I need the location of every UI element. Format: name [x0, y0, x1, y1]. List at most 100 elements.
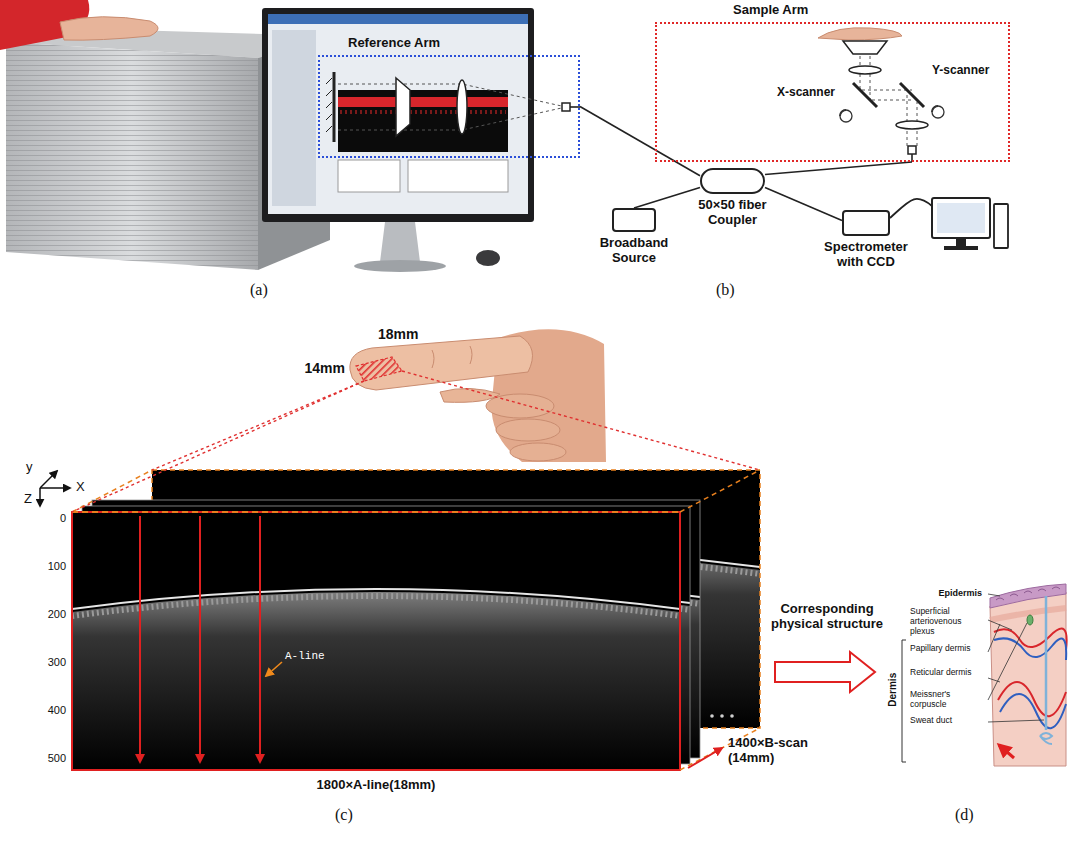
monitor-base — [354, 260, 446, 272]
mirror-hatch — [326, 78, 332, 132]
axis-name: y — [26, 460, 33, 475]
galvo-icon — [932, 106, 944, 118]
label-holder: 0 — [20, 512, 66, 525]
label-holder: A-line — [285, 650, 325, 663]
bscan-stack — [72, 470, 760, 770]
corpuscle — [1027, 615, 1033, 625]
fiber-end — [562, 103, 570, 111]
label-holder: y — [26, 460, 33, 475]
computer-neck — [956, 238, 966, 246]
monitor-neck — [380, 222, 420, 262]
component-label: Broadband Source — [592, 236, 676, 266]
computer-tower — [994, 204, 1008, 248]
curled-finger — [510, 443, 566, 461]
sample-optics — [818, 28, 944, 162]
label-holder: X-scanner — [745, 86, 835, 100]
axis-arrow — [40, 487, 70, 489]
part-name: X-scanner — [745, 86, 835, 100]
label-holder: Reticular dermis — [910, 668, 984, 678]
skin-illustration — [902, 584, 1067, 766]
scan-area — [356, 357, 402, 381]
hand — [60, 17, 158, 40]
computer-base — [944, 246, 978, 250]
label-holder: 500 — [20, 752, 66, 765]
projection-line — [402, 371, 760, 470]
vein — [994, 638, 1066, 660]
reference-optics — [326, 72, 580, 142]
front-frame — [72, 512, 680, 770]
panel — [408, 160, 508, 192]
anatomy-label: Papillary dermis — [910, 644, 984, 654]
anatomy-label: Meissner's corpuscle — [910, 690, 984, 710]
hollow-arrow — [775, 652, 875, 692]
axis-name: X — [76, 480, 85, 495]
a-line-arrow — [199, 516, 201, 762]
anatomy-label: Epidermis — [922, 588, 982, 598]
fiber-end — [908, 146, 916, 154]
panel-letter: (b) — [716, 281, 735, 299]
galvo-icon — [932, 106, 938, 112]
optical-fiber — [634, 188, 700, 209]
volume-edge — [72, 511, 680, 513]
label-holder: 18mm — [378, 326, 418, 342]
label-holder: (a) — [250, 281, 268, 299]
label-holder: Superficial arteriovenous plexus — [910, 607, 984, 636]
label-holder: 1800×A-line(18mm) — [276, 778, 476, 793]
note: Corresponding physical structure — [768, 602, 886, 632]
a-line-arrow — [139, 516, 141, 762]
spectrometer: Spectrometer with CCD — [842, 210, 890, 236]
anatomy-label: Dermis — [887, 665, 899, 715]
label-holder: 1400×B-scan (14mm) — [728, 736, 820, 766]
projection-line — [152, 381, 364, 470]
label-holder: (d) — [955, 806, 974, 824]
axis-arrow — [40, 471, 57, 488]
bracket — [902, 640, 906, 762]
leader-line — [988, 594, 1044, 722]
component-label: 50×50 fiber Coupler — [691, 198, 775, 228]
beam — [338, 84, 566, 107]
part-name: Y-scanner — [932, 64, 989, 78]
monitor-screen — [268, 14, 528, 214]
collimator — [396, 78, 410, 136]
label-holder: 100 — [20, 560, 66, 573]
projection-lines — [72, 371, 760, 512]
group-title: Reference Arm — [348, 36, 440, 51]
label-holder: Corresponding physical structure — [768, 602, 886, 632]
group-title: Sample Arm — [733, 3, 808, 18]
volume-edge — [72, 470, 152, 512]
fiber-coupler: 50×50 fiber Coupler — [700, 168, 765, 194]
label-holder: 400 — [20, 704, 66, 717]
tick-label: 200 — [20, 608, 66, 621]
hand — [818, 28, 902, 40]
tick-label: 0 — [20, 512, 66, 525]
ellipsis-dot — [710, 714, 714, 718]
a-line-arrow — [259, 516, 261, 762]
beam — [860, 56, 912, 100]
lens — [457, 80, 467, 134]
mouse — [476, 250, 500, 266]
cable — [890, 199, 932, 218]
depth-arrow — [688, 748, 722, 768]
tick-label: 400 — [20, 704, 66, 717]
tick-label: 500 — [20, 752, 66, 765]
label-holder: Epidermis — [922, 588, 982, 598]
window-titlebar — [268, 14, 528, 24]
lens — [849, 66, 881, 74]
dimension: 18mm — [378, 326, 418, 342]
anatomy-label: Superficial arteriovenous plexus — [910, 607, 984, 636]
optical-fiber — [765, 162, 912, 175]
label-holder: 300 — [20, 656, 66, 669]
label-holder: Sweat duct — [910, 716, 984, 726]
monitor-bezel — [262, 8, 534, 222]
finger-crease — [432, 346, 472, 368]
y-mirror — [900, 83, 924, 107]
label-holder: Y-scanner — [932, 64, 989, 78]
light-source: Broadband Source — [612, 208, 656, 232]
anatomy-label: Reticular dermis — [910, 668, 984, 678]
label-holder: 14mm — [290, 360, 345, 376]
ellipsis-dot — [730, 714, 734, 718]
live-image-band — [338, 97, 508, 107]
component-label: Spectrometer with CCD — [818, 240, 914, 270]
